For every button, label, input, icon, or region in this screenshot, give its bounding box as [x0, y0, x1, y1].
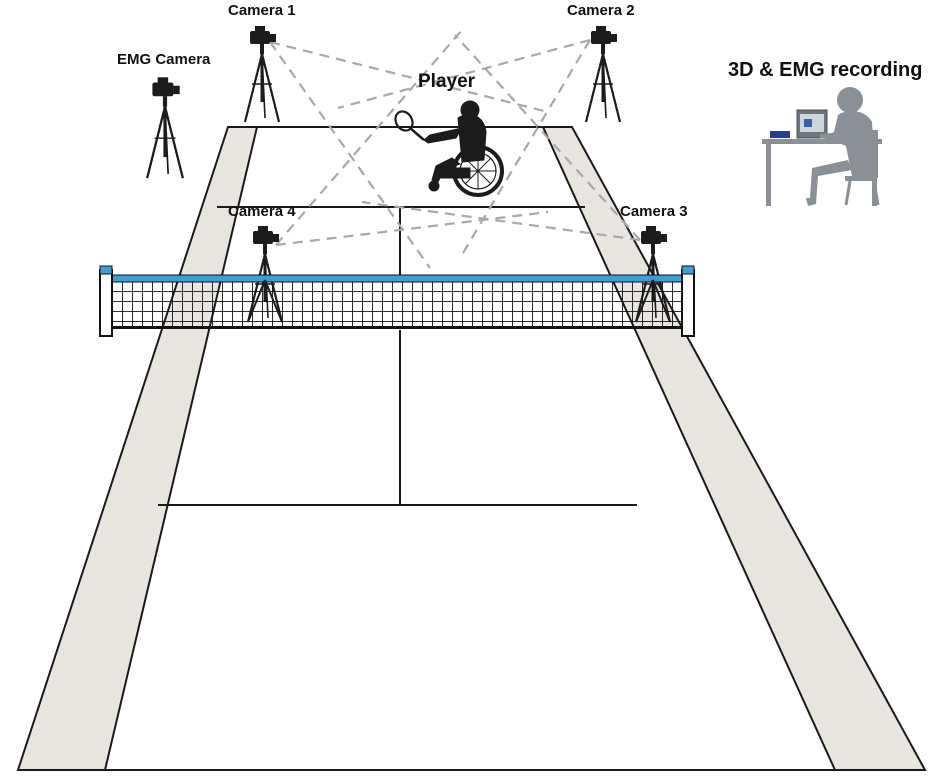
emg-camera-label: EMG Camera [117, 51, 211, 68]
camera-rays [269, 29, 641, 269]
right-alley [541, 126, 927, 771]
wheelchair-player-icon [394, 100, 504, 197]
camera-4-label: Camera 4 [228, 203, 296, 220]
camera-3-label: Camera 3 [620, 203, 688, 220]
emg-device [770, 131, 790, 138]
net-mesh [112, 281, 682, 328]
net-tape [106, 274, 688, 283]
operator-desk-icon [762, 87, 882, 206]
net-bottom [112, 326, 682, 329]
net-post-right [681, 269, 695, 337]
player-label: Player [418, 71, 476, 92]
camera-2-label: Camera 2 [567, 2, 635, 19]
left-alley [16, 126, 259, 771]
net-post-left [99, 269, 113, 337]
camera-1-icon [243, 24, 281, 124]
desk-top [762, 139, 882, 144]
tennis-net [99, 265, 695, 337]
emg-camera-icon [145, 75, 185, 180]
camera-2-icon [584, 24, 622, 124]
camera-1-label: Camera 1 [228, 2, 296, 19]
recording-label: 3D & EMG recording [728, 59, 923, 81]
